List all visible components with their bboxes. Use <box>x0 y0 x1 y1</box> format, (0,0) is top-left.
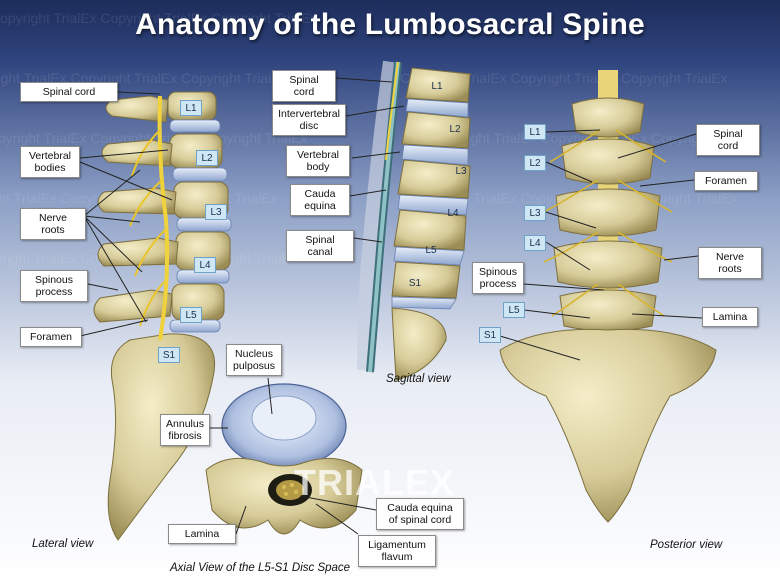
label-nucleus-pulposus: Nucleus pulposus <box>226 344 282 376</box>
level-L4-posterior: L4 <box>524 235 546 251</box>
label-lamina-posterior: Lamina <box>702 307 758 327</box>
level-L4-sagittal: L4 <box>447 208 459 219</box>
label-annulus-fibrosis: Annulus fibrosis <box>160 414 210 446</box>
label-spinal-cord-posterior: Spinal cord <box>696 124 760 156</box>
label-spinal-canal: Spinal canal <box>286 230 354 262</box>
watermark: Copyright TrialEx Copyright TrialEx Copy… <box>400 70 728 86</box>
caption-posterior: Posterior view <box>650 539 723 551</box>
level-S1-sagittal: S1 <box>408 278 422 289</box>
watermark: Copyright TrialEx Copyright TrialEx Copy… <box>430 130 758 146</box>
level-L3-lateral: L3 <box>205 204 227 220</box>
level-S1-posterior: S1 <box>479 327 501 343</box>
label-spinous-process-posterior: Spinous process <box>472 262 524 294</box>
level-L2-sagittal: L2 <box>449 124 461 135</box>
level-L1-sagittal: L1 <box>431 81 443 92</box>
label-ligamentum-flavum: Ligamentum flavum <box>358 535 436 567</box>
level-L2-posterior: L2 <box>524 155 546 171</box>
level-L3-sagittal: L3 <box>455 166 467 177</box>
label-lamina-axial: Lamina <box>168 524 236 544</box>
axial-section <box>205 383 363 535</box>
level-L4-lateral: L4 <box>194 257 216 273</box>
label-vertebral-body: Vertebral body <box>286 145 350 177</box>
sagittal-spine <box>357 60 471 381</box>
sagittal-leader-lines <box>335 77 405 243</box>
caption-sagittal: Sagittal view <box>386 373 451 385</box>
label-vertebral-bodies: Vertebral bodies <box>20 146 80 178</box>
label-spinal-cord-sagittal: Spinal cord <box>272 70 336 102</box>
label-foramen-posterior: Foramen <box>694 171 758 191</box>
label-cauda-equina-spinal-cord: Cauda equina of spinal cord <box>376 498 464 530</box>
level-L5-lateral: L5 <box>180 307 202 323</box>
label-nerve-roots-lateral: Nerve roots <box>20 208 86 240</box>
lateral-leader-lines <box>79 91 173 337</box>
posterior-spine <box>499 70 717 523</box>
label-foramen-lateral: Foramen <box>20 327 82 347</box>
level-L5-posterior: L5 <box>503 302 525 318</box>
level-L5-sagittal: L5 <box>425 245 437 256</box>
posterior-leader-lines <box>499 129 703 361</box>
label-intervertebral-disc: Intervertebral disc <box>272 104 346 136</box>
label-cauda-equina-sagittal: Cauda equina <box>290 184 350 216</box>
caption-axial: Axial View of the L5-S1 Disc Space <box>170 562 351 574</box>
page-title: Anatomy of the Lumbosacral Spine <box>135 8 645 41</box>
watermark: Copyright TrialEx Copyright TrialEx Copy… <box>0 10 318 26</box>
caption-lateral: Lateral view <box>32 538 94 550</box>
axial-leader-lines <box>210 377 377 535</box>
label-spinal-cord-lateral: Spinal cord <box>20 82 118 102</box>
label-nerve-roots-posterior: Nerve roots <box>698 247 762 279</box>
level-S1-lateral: S1 <box>158 347 180 363</box>
label-spinous-process-lateral: Spinous process <box>20 270 88 302</box>
trialex-logo: TRIALEX <box>294 462 456 503</box>
level-L1-lateral: L1 <box>180 100 202 116</box>
level-L1-posterior: L1 <box>524 124 546 140</box>
level-L3-posterior: L3 <box>524 205 546 221</box>
level-L2-lateral: L2 <box>196 150 218 166</box>
